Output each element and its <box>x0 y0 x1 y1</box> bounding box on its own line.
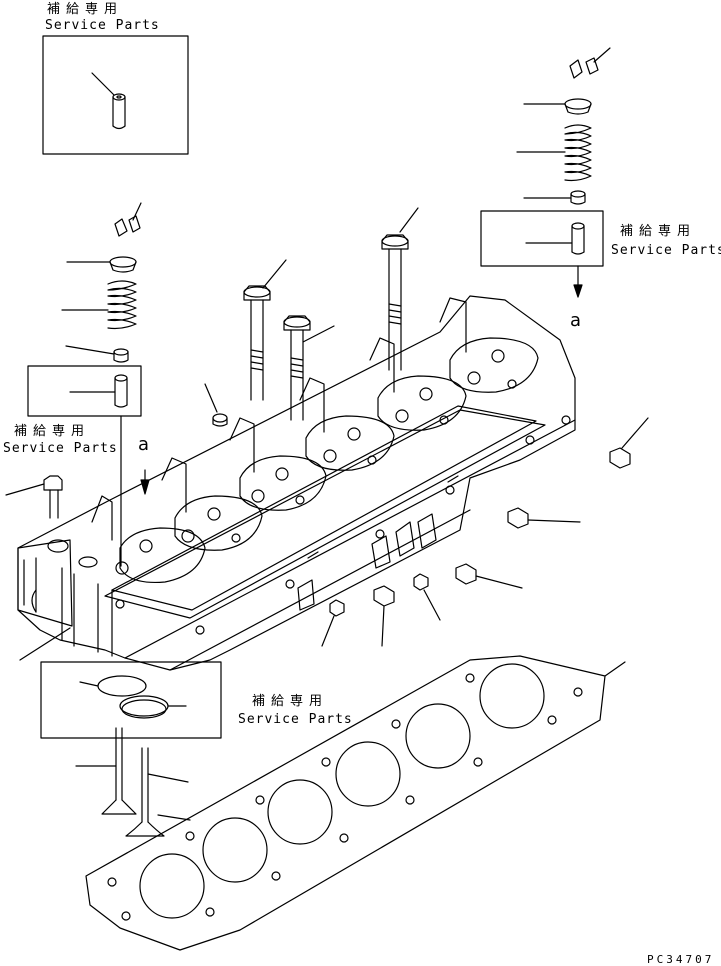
head-bolts <box>204 207 419 427</box>
valve-spring-stack-right <box>480 47 611 298</box>
head-gasket <box>85 655 626 951</box>
drawing-code: PC34707 <box>647 953 715 966</box>
service-box-bushing <box>42 35 189 155</box>
callout-a-left: a <box>138 434 150 455</box>
callout-a-right: a <box>570 310 582 331</box>
valve-spring-stack-left <box>27 202 150 567</box>
service-label-en-2: Service Parts <box>611 243 721 258</box>
service-label-en-1: Service Parts <box>45 18 160 33</box>
service-label-jp-1: 補給専用 <box>47 2 124 17</box>
service-label-en-3: Service Parts <box>3 441 118 456</box>
service-box-seal-rings <box>40 661 222 739</box>
service-label-jp-2: 補給専用 <box>620 224 697 239</box>
service-label-en-4: Service Parts <box>238 712 353 727</box>
service-label-jp-3: 補給専用 <box>14 424 91 439</box>
valves <box>75 727 189 837</box>
cylinder-head <box>5 295 576 671</box>
plugs-and-fittings <box>321 417 649 647</box>
service-label-jp-4: 補給専用 <box>252 694 329 709</box>
